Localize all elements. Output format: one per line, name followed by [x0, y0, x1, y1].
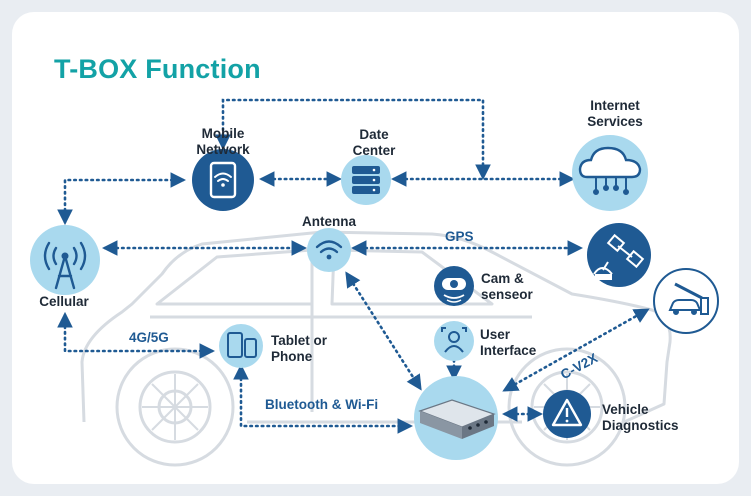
user-interface-node [434, 321, 474, 361]
satellite-icon [593, 233, 645, 275]
antenna-label: Antenna [302, 214, 356, 229]
cellular-node [30, 225, 100, 295]
car-barrier-icon [668, 282, 709, 315]
tbox-node [414, 376, 498, 460]
database-icon [352, 166, 380, 194]
mobile-network-node [192, 149, 254, 211]
wifi-icon [214, 172, 232, 182]
camera-icon [442, 278, 466, 303]
diagram-canvas [30, 98, 719, 467]
cam-sensor-node [434, 266, 474, 306]
v2x-node [653, 268, 719, 334]
connection-lines [57, 98, 650, 434]
link-top-loop [215, 98, 491, 181]
link-tbox-v2x [502, 308, 650, 392]
antenna-node [307, 228, 351, 272]
tablet-icon [227, 332, 257, 358]
vehicle-diagnostics-node [543, 390, 591, 438]
cam-sensor-label: Cam &senseor [481, 271, 533, 302]
4g5g-label: 4G/5G [129, 330, 169, 345]
gps-label: GPS [445, 229, 474, 244]
link-antenna-tbox [345, 271, 422, 391]
user-icon [441, 327, 467, 353]
internet-services-node [572, 135, 648, 211]
cloud-icon [578, 146, 642, 179]
tbox-device-icon [418, 399, 496, 439]
data-center-node [341, 155, 391, 205]
cellular-label: Cellular [39, 294, 89, 309]
tablet-phone-node [219, 324, 263, 368]
warning-icon [551, 398, 583, 427]
link-cellular-tablet [57, 311, 216, 359]
link-cellular-mobile [57, 172, 187, 226]
gps-satellite-node [587, 223, 651, 287]
link-tablet-tbox [233, 363, 414, 434]
bluetooth-wifi-label: Bluetooth & Wi-Fi [265, 397, 379, 412]
page-title: T-BOX Function [54, 54, 261, 84]
cell-tower-icon [43, 241, 87, 290]
wifi-icon [315, 240, 343, 254]
